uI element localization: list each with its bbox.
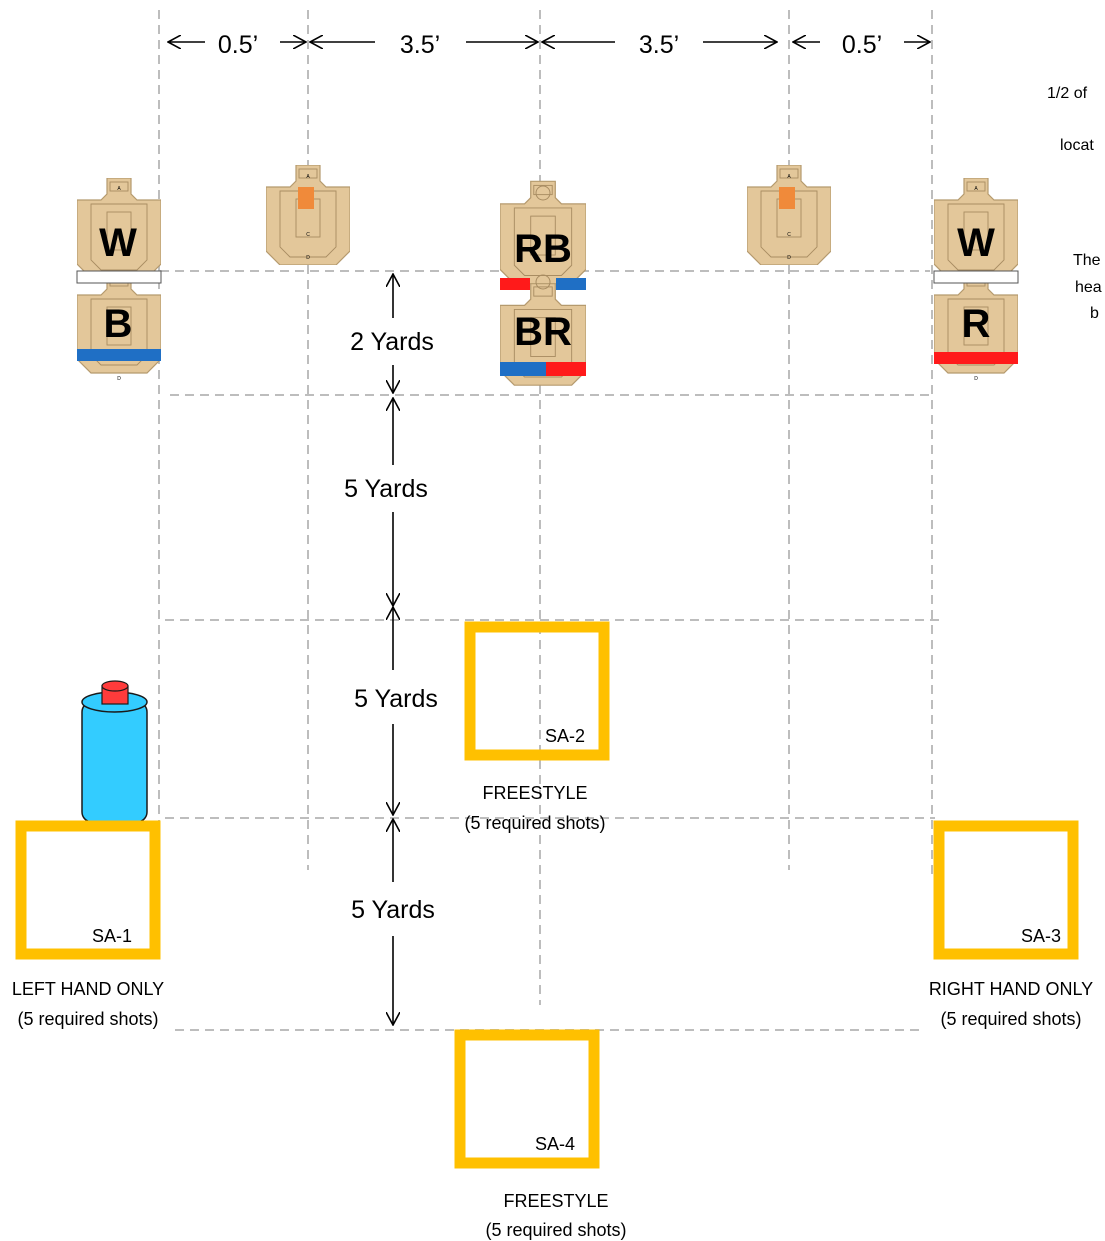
station-shots-sa4: (5 required shots) (485, 1220, 626, 1240)
dim-label-5-yards-c: 5 Yards (351, 896, 435, 924)
station-id-sa4: SA-4 (535, 1134, 575, 1154)
station-box-sa4 (454, 1029, 600, 1169)
target-label-left-upper: W (99, 221, 137, 265)
svg-text:A: A (117, 186, 121, 192)
station-label-sa2: FREESTYLE (482, 783, 587, 803)
svg-text:D: D (974, 376, 978, 382)
dim-label-right-edge: 0.5’ (842, 31, 882, 59)
dim-label-left-edge: 0.5’ (218, 31, 258, 59)
svg-text:C: C (306, 232, 310, 238)
left-target-stack: A D (76, 178, 162, 382)
vertical-guide-lines (158, 10, 933, 1005)
station-shots-sa2: (5 required shots) (464, 813, 605, 833)
plain-target-left: A C D (266, 165, 350, 265)
target-label-center-lower: BR (514, 310, 572, 354)
target-label-right-lower: R (962, 302, 991, 346)
station-id-sa3: SA-3 (1021, 926, 1061, 946)
target-label-right-upper: W (957, 221, 995, 265)
center-target-stack (500, 180, 586, 386)
plain-target-right: A C D (747, 165, 831, 265)
svg-text:A: A (787, 174, 791, 180)
station-shots-sa3: (5 required shots) (940, 1009, 1081, 1029)
note-line-3: The (1073, 252, 1101, 269)
dim-label-5-yards-a: 5 Yards (344, 475, 428, 503)
station-box-sa2 (464, 621, 610, 761)
target-label-center-upper: RB (514, 227, 572, 271)
right-target-stack: A D (933, 178, 1019, 382)
bottle-prop (81, 680, 148, 823)
station-box-sa3 (933, 820, 1079, 960)
dim-label-2-yards: 2 Yards (350, 328, 434, 356)
station-box-sa1 (15, 820, 161, 960)
station-label-sa3: RIGHT HAND ONLY (929, 979, 1093, 999)
svg-text:C: C (787, 232, 791, 238)
station-shots-sa1: (5 required shots) (17, 1009, 158, 1029)
note-line-2: locat (1060, 137, 1094, 154)
station-id-sa1: SA-1 (92, 926, 132, 946)
note-line-5: b (1090, 305, 1099, 322)
note-line-1: 1/2 of (1047, 85, 1088, 102)
dim-label-right-center: 3.5’ (639, 31, 679, 59)
svg-text:D: D (787, 255, 791, 261)
svg-text:D: D (306, 255, 310, 261)
svg-text:D: D (117, 376, 121, 382)
dim-label-5-yards-b: 5 Yards (354, 685, 438, 713)
station-id-sa2: SA-2 (545, 726, 585, 746)
target-label-left-lower: B (104, 302, 133, 346)
dim-label-left-center: 3.5’ (400, 31, 440, 59)
svg-text:A: A (306, 174, 310, 180)
station-label-sa4: FREESTYLE (503, 1191, 608, 1211)
station-label-sa1: LEFT HAND ONLY (12, 979, 164, 999)
note-line-4: hea (1075, 279, 1102, 296)
svg-text:A: A (974, 186, 978, 192)
